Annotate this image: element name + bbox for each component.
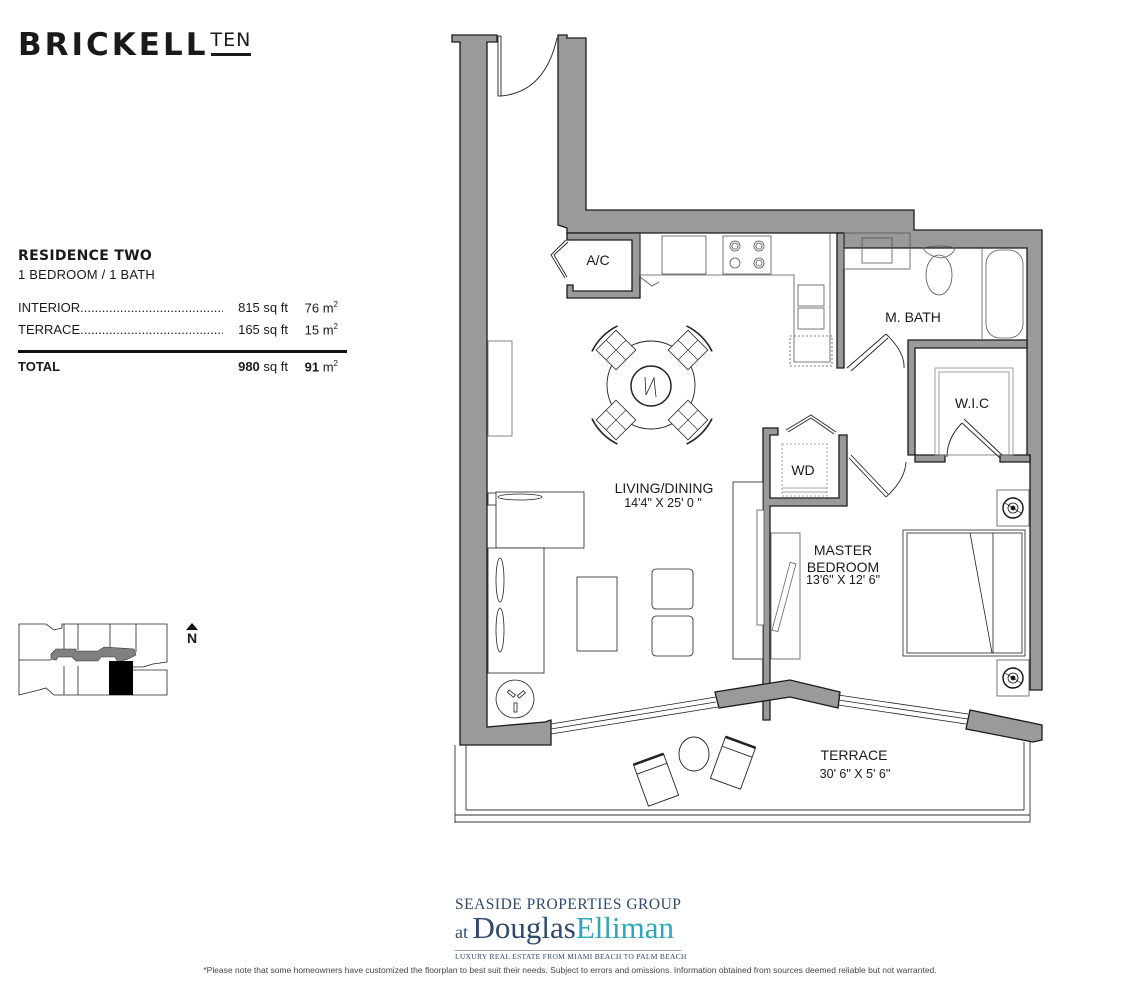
key-plan-diagram — [18, 623, 168, 696]
wall-bottom-right — [965, 709, 1043, 743]
wd-label: WD — [791, 462, 814, 478]
m2-value: 15 — [304, 322, 320, 338]
brokerage-logo: SEASIDE PROPERTIES GROUP at DouglasEllim… — [455, 896, 695, 961]
sqft-unit: sq ft — [263, 359, 288, 375]
bedroom-door — [848, 454, 907, 498]
brand-group-name: SEASIDE PROPERTIES GROUP — [455, 896, 682, 913]
logo-sub-text: TEN — [210, 28, 252, 56]
m2-unit: m — [322, 322, 334, 338]
sqft-unit: sq ft — [263, 322, 288, 338]
bathroom-fixtures — [843, 232, 1024, 339]
sqft-value: 165 — [238, 322, 260, 338]
wall-wic-bottom-right — [999, 454, 1031, 463]
master-dimensions: 13'6" X 12' 6" — [806, 573, 880, 587]
area-table: INTERIOR................................… — [18, 300, 348, 381]
sqft-value: 815 — [238, 300, 260, 316]
wall-bath-left — [836, 232, 845, 369]
mbath-label: M. BATH — [885, 309, 941, 325]
wall-ac — [566, 232, 641, 299]
m2-unit: m — [322, 300, 334, 316]
master-label-1: MASTER — [814, 542, 872, 558]
wd-door — [785, 414, 837, 435]
m2-unit: m — [322, 359, 334, 375]
area-row-interior: INTERIOR................................… — [18, 300, 348, 322]
ac-door — [550, 239, 569, 279]
m2-value: 76 — [304, 300, 320, 316]
residence-subtitle: 1 BEDROOM / 1 BATH — [18, 267, 155, 282]
wall-bottom-mid — [714, 679, 841, 709]
superscript: 2 — [333, 359, 338, 368]
living-dimensions: 14'4" X 25' 0 " — [624, 496, 702, 510]
wall-wd — [762, 427, 848, 721]
brand-douglas: Douglas — [472, 910, 576, 945]
bath-door — [846, 333, 905, 372]
brand-divider — [455, 950, 681, 951]
leader-dots: ........................................… — [80, 322, 223, 338]
superscript: 2 — [333, 300, 338, 309]
disclaimer-text: *Please note that some homeowners have c… — [203, 965, 937, 975]
living-furniture — [487, 340, 764, 719]
area-label: TERRACE — [18, 322, 81, 338]
leader-dots: ........................................… — [80, 300, 223, 316]
wic-door — [946, 418, 1003, 459]
bedroom-furniture — [756, 489, 1030, 697]
wd-unit — [781, 443, 828, 497]
terrace-railing — [454, 742, 1031, 823]
dining-set — [589, 323, 715, 447]
kitchen — [639, 233, 833, 367]
area-row-total: TOTAL 980 sq ft 91 m2 — [18, 359, 348, 381]
north-indicator: N — [184, 623, 200, 646]
superscript: 2 — [333, 322, 338, 331]
area-label: INTERIOR — [18, 300, 81, 316]
residence-info: RESIDENCE TWO 1 BEDROOM / 1 BATH INTERIO… — [18, 248, 348, 381]
terrace-label: TERRACE — [821, 747, 888, 763]
entry-door — [497, 35, 558, 97]
wall-left — [451, 34, 552, 746]
brand-wordmark: at DouglasElliman — [455, 910, 695, 949]
total-sqft-value: 980 — [238, 359, 260, 375]
logo-main-text: BRICKELL — [18, 27, 209, 63]
windows — [550, 694, 969, 735]
total-m2-value: 91 — [304, 359, 320, 375]
brand-elliman: Elliman — [575, 910, 674, 945]
ac-label: A/C — [586, 252, 609, 268]
brand-at: at — [455, 922, 473, 942]
terrace-dimensions: 30' 6" X 5' 6" — [820, 767, 891, 781]
brand-tagline: LUXURY REAL ESTATE FROM MIAMI BEACH TO P… — [455, 952, 687, 961]
north-arrow-icon — [186, 623, 198, 630]
unit-highlight — [109, 661, 133, 695]
living-label: LIVING/DINING — [615, 480, 714, 496]
north-label: N — [186, 630, 198, 646]
wall-bath-wic — [907, 339, 1028, 456]
residence-title: RESIDENCE TWO — [18, 248, 153, 264]
walls — [451, 34, 1043, 746]
terrace-furniture — [632, 735, 757, 807]
wic-label: W.I.C — [955, 395, 989, 411]
wic-shelves — [934, 367, 1014, 456]
area-row-terrace: TERRACE.................................… — [18, 322, 348, 344]
total-label: TOTAL — [18, 359, 61, 375]
total-divider — [18, 350, 347, 353]
brickell-ten-logo: BRICKELL TEN — [18, 27, 252, 68]
sqft-unit: sq ft — [263, 300, 288, 316]
wall-wic-bottom — [914, 454, 946, 463]
master-label-2: BEDROOM — [807, 559, 879, 575]
